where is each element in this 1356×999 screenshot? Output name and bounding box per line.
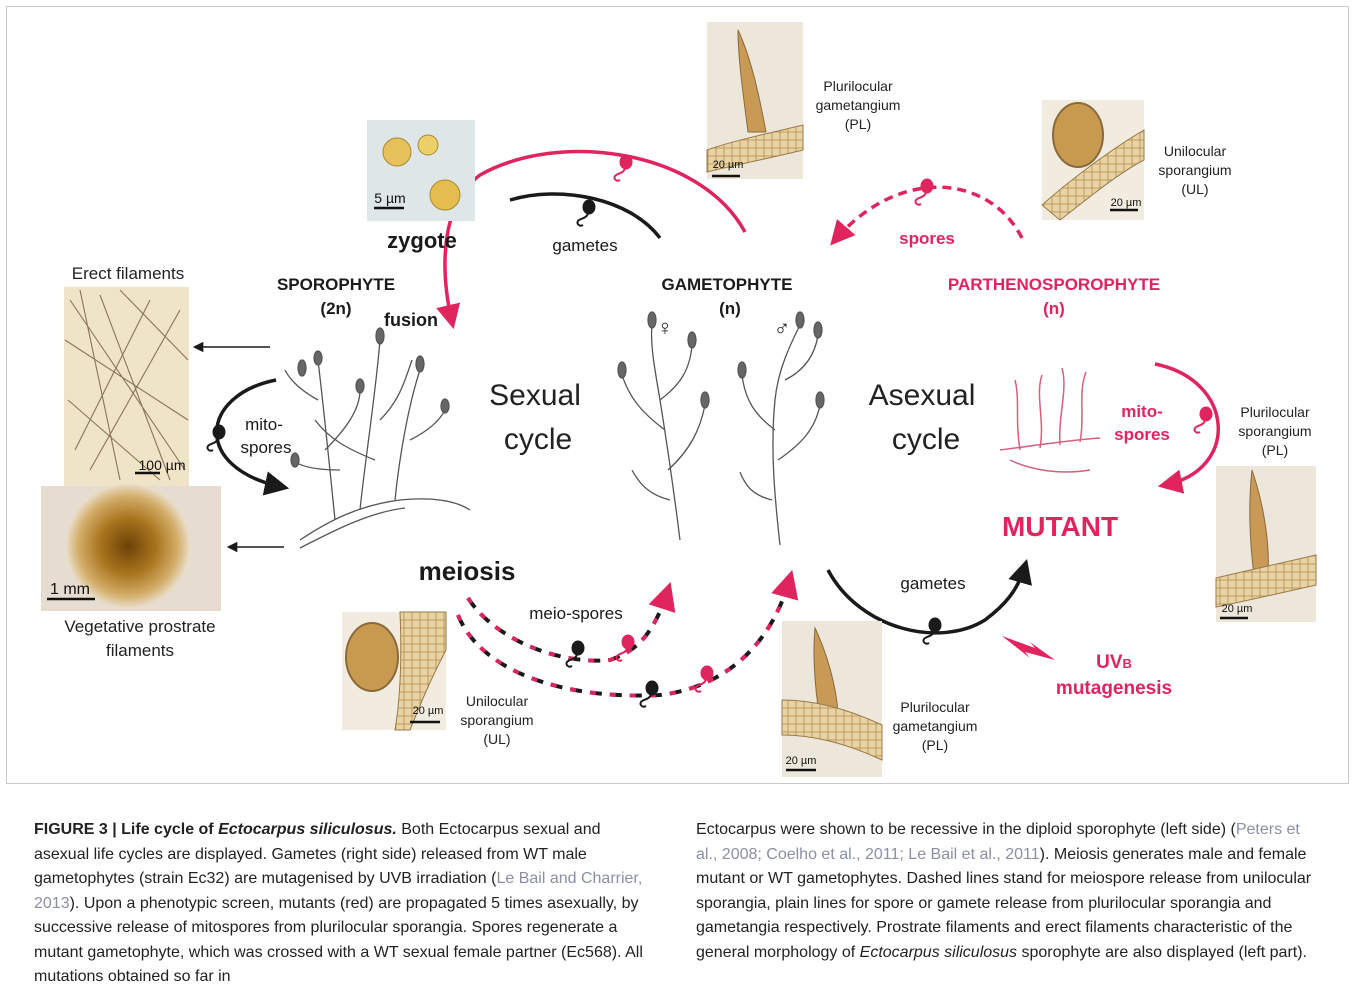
pl-gametangium-bottom-3: (PL): [922, 737, 948, 753]
pl-gametangium-top-photo: [707, 22, 803, 179]
parthenosporophyte-label: PARTHENOSPOROPHYTE: [948, 275, 1160, 294]
scale-pl-bottom: 20 µm: [786, 755, 817, 767]
caption-left-text-2: ). Upon a phenotypic screen, mutants (re…: [34, 895, 643, 986]
pl-gametangium-top-2: gametangium: [816, 97, 901, 113]
spores-label: spores: [899, 229, 955, 248]
pl-gametangium-bottom-1: Plurilocular: [900, 699, 970, 715]
gametes-top-label: gametes: [552, 236, 617, 255]
pl-sporangium-right-photo: [1216, 466, 1316, 622]
scale-prostrate: 1 mm: [50, 581, 90, 598]
mitospores-right-1: mito-: [1121, 402, 1163, 421]
figure-species: Ectocarpus siliculosus.: [218, 821, 397, 838]
caption-species: Ectocarpus siliculosus: [860, 944, 1017, 961]
ul-sporangium-bottom-3: (UL): [483, 731, 510, 747]
mitospores-left-2: spores: [240, 438, 291, 457]
red-mitospore-icon: [1194, 407, 1212, 433]
parthenosporophyte-ploidy: (n): [1043, 299, 1065, 318]
zygote-label: zygote: [387, 228, 457, 253]
vegetative-label-1: Vegetative prostrate: [64, 617, 215, 636]
asexual-cycle-label-2: cycle: [892, 423, 960, 456]
black-gamete-icon: [577, 200, 595, 226]
ul-sporangium-top-2: sporangium: [1158, 162, 1231, 178]
sexual-cycle-label-2: cycle: [504, 423, 572, 456]
pl-sporangium-right-2: sporangium: [1238, 423, 1311, 439]
red-gamete-icon: [614, 155, 632, 181]
mutagenesis-label: mutagenesis: [1056, 678, 1172, 699]
mutant-drawing: [1000, 368, 1100, 472]
ul-sporangium-bottom-1: Unilocular: [466, 693, 529, 709]
pl-gametangium-top-1: Plurilocular: [823, 78, 893, 94]
black-meiospore-icon-2: [640, 681, 658, 707]
uvb-label: UVB: [1096, 652, 1132, 673]
meiospore-arrow-1: [468, 590, 668, 661]
gametophyte-ploidy: (n): [719, 299, 741, 318]
pl-gametangium-bottom-photo: [782, 621, 882, 777]
figure-label: FIGURE 3 | Life cycle of: [34, 821, 218, 838]
sexual-cycle-label-1: Sexual: [489, 379, 581, 412]
mutant-label: MUTANT: [1002, 511, 1118, 542]
sporophyte-ploidy: (2n): [320, 299, 351, 318]
sporophyte-label: SPOROPHYTE: [277, 275, 395, 294]
caption-left: FIGURE 3 | Life cycle of Ectocarpus sili…: [34, 818, 654, 990]
scale-ul-top: 20 µm: [1111, 197, 1142, 209]
scale-pl-right: 20 µm: [1222, 603, 1253, 615]
sporophyte-drawing: [285, 328, 470, 548]
pl-gametangium-top-3: (PL): [845, 116, 871, 132]
vegetative-label-2: filaments: [106, 641, 174, 660]
scale-ul-bottom: 20 µm: [413, 705, 444, 717]
male-symbol: ♂: [774, 315, 791, 340]
black-mitospore-icon: [207, 425, 225, 451]
mitospores-right-2: spores: [1114, 425, 1170, 444]
caption-right-text-1: Ectocarpus were shown to be recessive in…: [696, 821, 1236, 838]
erect-filaments-label: Erect filaments: [72, 264, 184, 283]
ul-sporangium-bottom-2: sporangium: [460, 712, 533, 728]
black-meiospore-icon: [566, 641, 584, 667]
fusion-label: fusion: [384, 310, 438, 330]
scale-pl-top: 20 µm: [713, 159, 744, 171]
caption-right-text-3: sporophyte are also displayed (left part…: [1017, 944, 1307, 961]
ul-sporangium-top-1: Unilocular: [1164, 143, 1227, 159]
female-symbol: ♀: [657, 315, 674, 340]
gametes-bottom-label: gametes: [900, 574, 965, 593]
asexual-cycle-label-1: Asexual: [869, 379, 976, 412]
scale-erect: 100 µm: [139, 457, 186, 473]
mitospores-left-1: mito-: [245, 415, 283, 434]
caption-right: Ectocarpus were shown to be recessive in…: [696, 818, 1316, 965]
pl-sporangium-right-3: (PL): [1262, 442, 1288, 458]
ul-sporangium-top-3: (UL): [1181, 181, 1208, 197]
gametophyte-label: GAMETOPHYTE: [662, 275, 793, 294]
scale-zygote: 5 µm: [374, 190, 405, 206]
meio-spores-label: meio-spores: [529, 604, 623, 623]
male-gametophyte-drawing: [738, 312, 824, 545]
meiospore-arrow-1-red: [468, 590, 668, 661]
pl-gametangium-bottom-2: gametangium: [893, 718, 978, 734]
female-gametophyte-drawing: [618, 312, 709, 540]
meiosis-label: meiosis: [419, 556, 516, 586]
lightning-icon: [1002, 636, 1055, 660]
pl-sporangium-right-1: Plurilocular: [1240, 404, 1310, 420]
red-spore-icon: [915, 179, 933, 205]
